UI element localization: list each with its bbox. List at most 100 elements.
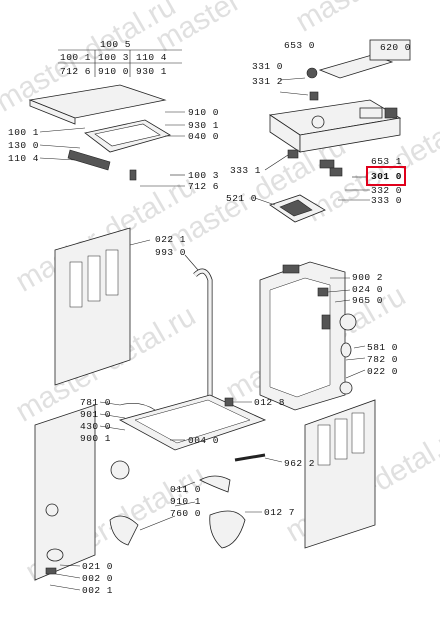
highlighted-part-label: 301 0 bbox=[371, 171, 403, 182]
parts-table-cell: 100 1 bbox=[60, 52, 92, 63]
panel-rib bbox=[105, 249, 119, 296]
drain-hose-inner bbox=[193, 269, 212, 410]
part-label: 620 0 bbox=[380, 42, 412, 53]
part-label: 002 1 bbox=[82, 585, 114, 596]
leader bbox=[345, 369, 366, 379]
program-knob bbox=[311, 115, 325, 129]
leader bbox=[327, 289, 351, 293]
door-bellow bbox=[109, 515, 139, 546]
part-label: 781 0 bbox=[80, 397, 112, 408]
part-label: 581 0 bbox=[367, 342, 399, 353]
part-label: 653 1 bbox=[371, 156, 403, 167]
panel-rib bbox=[69, 261, 83, 308]
rear-frame-opening bbox=[269, 277, 331, 398]
leader bbox=[264, 154, 289, 171]
knob-shaft bbox=[309, 91, 319, 101]
panel-switch bbox=[359, 107, 383, 119]
part-label: 040 0 bbox=[188, 131, 220, 142]
part-label: 331 2 bbox=[252, 76, 284, 87]
panel-rib bbox=[317, 424, 331, 466]
part-label: 100 1 bbox=[8, 127, 40, 138]
leader bbox=[129, 239, 151, 246]
support-rod bbox=[234, 453, 266, 462]
part-label: 331 0 bbox=[252, 61, 284, 72]
parts-table-cell: 712 6 bbox=[60, 66, 92, 77]
part-label: 100 3 bbox=[188, 170, 220, 181]
parts-table-cell: 100 3 bbox=[98, 52, 130, 63]
part-label: 782 0 bbox=[367, 354, 399, 365]
hinge-bar bbox=[67, 149, 111, 171]
part-label: 521 0 bbox=[226, 193, 258, 204]
part-label: 012 7 bbox=[264, 507, 296, 518]
leader bbox=[39, 144, 81, 149]
frame-bracket bbox=[282, 264, 300, 274]
panel-insert bbox=[369, 39, 411, 61]
part-label: 110 4 bbox=[8, 153, 40, 164]
leader bbox=[264, 457, 283, 463]
panel-rib bbox=[351, 412, 365, 454]
frame-clip bbox=[321, 314, 331, 330]
part-label: 024 0 bbox=[352, 284, 384, 295]
foot bbox=[224, 397, 234, 407]
leader bbox=[55, 573, 81, 579]
switch-block bbox=[329, 167, 343, 177]
part-label: 022 0 bbox=[367, 366, 399, 377]
part-label: 130 0 bbox=[8, 140, 40, 151]
service-hatch bbox=[45, 503, 59, 517]
leader bbox=[49, 584, 81, 591]
left-side-panel bbox=[54, 227, 131, 386]
top-lid-edge bbox=[29, 99, 76, 125]
leader bbox=[139, 515, 176, 531]
part-label: 760 0 bbox=[170, 508, 202, 519]
part-label: 002 0 bbox=[82, 573, 114, 584]
filter-housing bbox=[209, 510, 246, 549]
part-label: 012 8 bbox=[254, 397, 286, 408]
knob-cap bbox=[306, 67, 318, 79]
part-label: 430 0 bbox=[80, 421, 112, 432]
leader bbox=[184, 254, 199, 271]
leader bbox=[99, 401, 121, 406]
part-label: 332 0 bbox=[371, 185, 403, 196]
leader bbox=[254, 197, 276, 206]
leader bbox=[279, 91, 309, 96]
part-label: 993 0 bbox=[155, 247, 187, 258]
part-label: 910 1 bbox=[170, 496, 202, 507]
leader bbox=[353, 345, 366, 349]
part-label: 022 1 bbox=[155, 234, 187, 245]
highlight-box bbox=[366, 166, 406, 186]
drain-pump bbox=[110, 460, 130, 480]
filter bbox=[199, 475, 231, 493]
leader bbox=[99, 413, 126, 419]
part-label: 653 0 bbox=[284, 40, 316, 51]
panel-rib bbox=[87, 255, 101, 302]
part-label: 965 0 bbox=[352, 295, 384, 306]
bearing bbox=[340, 342, 352, 358]
part-label: 900 1 bbox=[80, 433, 112, 444]
part-label: 011 0 bbox=[170, 484, 202, 495]
frame-bracket bbox=[317, 287, 329, 297]
control-panel-face bbox=[299, 117, 401, 153]
part-label: 962 2 bbox=[284, 458, 316, 469]
base-opening bbox=[134, 399, 251, 444]
leader bbox=[59, 564, 81, 567]
part-label: 712 6 bbox=[188, 181, 220, 192]
parts-table-cell: 910 0 bbox=[98, 66, 130, 77]
part-label: 333 1 bbox=[230, 165, 262, 176]
counterweight bbox=[339, 381, 353, 395]
dispenser-cup bbox=[279, 199, 313, 217]
part-label: 004 0 bbox=[188, 435, 220, 446]
leader bbox=[39, 127, 86, 133]
leader bbox=[345, 357, 366, 361]
clip bbox=[45, 567, 57, 575]
connector bbox=[384, 107, 398, 119]
parts-table-cell: 110 4 bbox=[136, 52, 168, 63]
hinge-part bbox=[129, 169, 137, 181]
leader bbox=[174, 501, 196, 507]
part-label: 021 0 bbox=[82, 561, 114, 572]
leader bbox=[99, 425, 126, 431]
parts-table-header: 100 5 bbox=[100, 39, 132, 50]
part-label: 900 2 bbox=[352, 272, 384, 283]
panel-bracket bbox=[318, 54, 394, 79]
